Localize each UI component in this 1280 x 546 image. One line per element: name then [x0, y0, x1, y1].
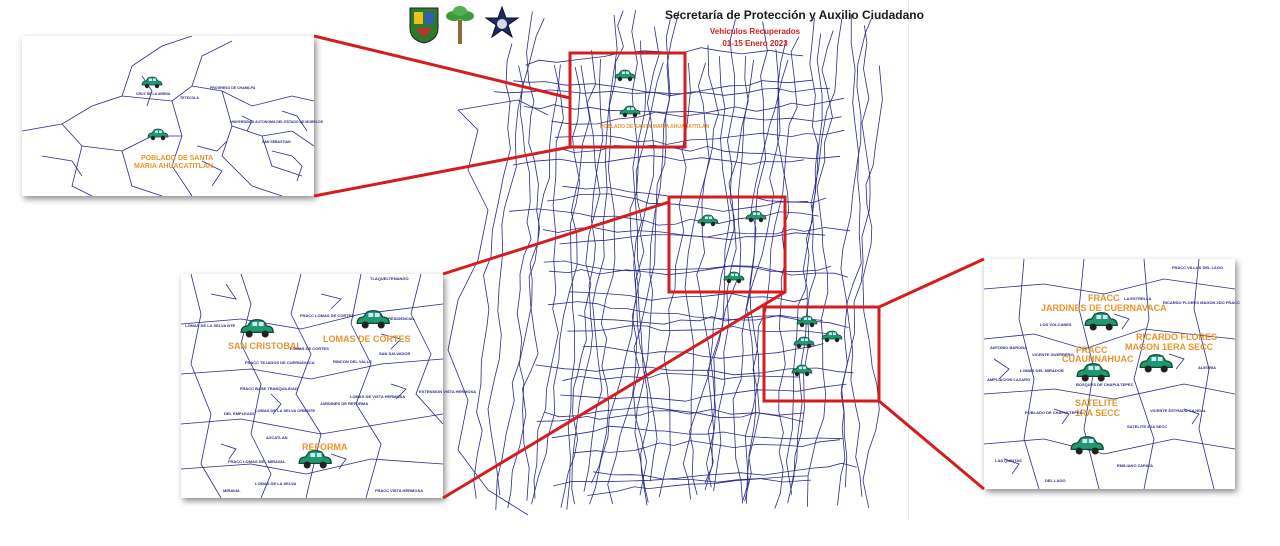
municipal-shield-logo — [408, 6, 440, 44]
car-icon — [146, 128, 170, 146]
inset-south-east-label: SATELITE — [1075, 398, 1118, 408]
car-icon — [238, 318, 276, 347]
inset-center-streets — [181, 274, 443, 498]
inset-south-east-label: POBLADO DE CHAPULTEPEC — [1025, 410, 1083, 415]
page-title: Secretaría de Protección y Auxilio Ciuda… — [665, 8, 924, 22]
main-map-streets — [447, 10, 883, 516]
inset-center-label: SAN CRISTOBAL — [228, 341, 302, 351]
car-icon — [140, 76, 164, 94]
inset-center-label: DEL EMPLEADO — [224, 411, 256, 416]
inset-south-east-label: RICARDO FLORES — [1136, 332, 1217, 342]
inset-south-east-label: ANTONIO BARONA — [990, 345, 1028, 350]
palm-tree-logo — [446, 4, 474, 46]
inset-center-label: FRACC LOMAS DEL MIRAVAL — [228, 459, 286, 464]
car-icon — [618, 105, 642, 123]
car-icon — [1068, 435, 1106, 464]
inset-north-label: TETECOLA — [180, 96, 199, 100]
inset-center-label: AZCATLAN — [266, 435, 288, 440]
inset-center-label: TLAQUELTENANGO — [370, 276, 409, 281]
main-city-map — [398, 0, 909, 520]
inset-north-label: CRUZ DE LA ARENA — [136, 92, 171, 96]
inset-center-label: REFORMA — [302, 442, 348, 452]
car-icon — [744, 210, 768, 228]
inset-south-east-label: EMILIANO ZAPATA — [1117, 463, 1153, 468]
car-icon — [696, 214, 720, 232]
inset-south-east-label: RICARDO FLORES MAGON 2DO FRACC — [1163, 300, 1240, 305]
inset-center-label: RINCON DEL VALLE — [333, 359, 372, 364]
inset-south-east-label: BOSQUES DE CHAPULTEPEC — [1076, 382, 1134, 387]
inset-south-east-label: JARDINES DE CUERNAVACA — [1041, 303, 1167, 313]
inset-center-label: LOMAS DE CORTES — [323, 334, 411, 344]
inset-center-label: FRACC BASE TRANQUILIDAD — [240, 386, 298, 391]
inset-center-label: SAN SALVADOR — [379, 351, 411, 356]
inset-north-streets — [22, 36, 314, 196]
police-star-badge — [484, 5, 520, 42]
inset-south-east-label: DEL LAGO — [1045, 478, 1066, 483]
inset-south-east-label: LAS QUINTAS — [995, 458, 1022, 463]
car-icon — [820, 330, 844, 348]
car-icon — [790, 364, 814, 382]
inset-south-east-label: FRACC VILLAS DEL LAGO — [1172, 265, 1224, 270]
report-date-range: 01-15 Enero 2023 — [722, 39, 788, 48]
inset-south-east-label: FRACC — [1076, 345, 1108, 355]
inset-south-east-streets — [984, 259, 1235, 489]
inset-north — [22, 36, 314, 196]
inset-center-label: FRACC TEJADOS DE CUERNAVACA — [245, 360, 315, 365]
car-icon — [1074, 362, 1112, 391]
inset-south-east-label: LOMAS DEL MIRADOR — [1020, 368, 1064, 373]
report-subtitle: Vehículos Recuperados — [709, 27, 801, 36]
inset-center-label: JARDINES DE REFORMA — [320, 401, 369, 406]
inset-center-label: FRACC LOMAS DE CORTES — [300, 313, 354, 318]
inset-north-label: UNIVERSIDAD AUTONOMA DEL ESTADO DE MOREL… — [230, 120, 324, 124]
car-icon — [354, 309, 392, 338]
inset-south-east-label: LOS VOLCANES — [1040, 322, 1072, 327]
inset-south-east-label: FRACC — [1088, 293, 1120, 303]
inset-center-label: FRACC VISTA HERMOSA — [375, 488, 423, 493]
inset-south-east-label: MAGON 1ERA SECC — [1125, 342, 1214, 352]
inset-center-label: EXTENSION VISTA HERMOSA — [419, 389, 477, 394]
inset-south-east-label: 1RA SECC — [1075, 408, 1121, 418]
inset-south-east-label: ALEGRIA — [1198, 365, 1216, 370]
main-map-label: POBLADO DE SANTA MARIA AHUACATITLAN — [600, 124, 710, 130]
inset-center-label: MIRAVAL — [223, 488, 241, 493]
inset-center-label: LOMAS DE LA SELVA ORIENTE — [255, 408, 316, 413]
inset-south-east-label: VICENTE GUERRERO — [1032, 352, 1074, 357]
inset-center-label: LOMAS DE LA SELVA — [255, 481, 297, 486]
inset-south-east-label: LA ESTRELLA — [1124, 296, 1152, 301]
car-icon — [792, 336, 816, 354]
inset-center-label: FRACC RESIDENCIAL — [373, 316, 416, 321]
inset-south-east-label: VICENTE ESTRADA CAJIGAL — [1150, 408, 1207, 413]
car-icon — [722, 271, 746, 289]
inset-south-east-label: AMPLIACION LAZARO — [987, 377, 1031, 382]
inset-center-label: LOMAS DE CORTES — [290, 346, 329, 351]
inset-north-label: SAN SEBASTIAN — [262, 140, 291, 144]
car-icon — [795, 315, 819, 333]
car-icon — [613, 69, 637, 87]
inset-center-label: LOMAS DE VISTA HERMOSA — [350, 394, 406, 399]
inset-north-label: MARIA AHUACATITLAN — [134, 163, 214, 170]
inset-north-label: POBLADO DE SANTA — [141, 155, 214, 162]
inset-south-east-label: CUAUHNAHUAC — [1062, 354, 1134, 364]
car-icon — [1082, 311, 1120, 340]
car-icon — [1137, 353, 1175, 382]
inset-south-east-label: SATELITE 2DA SECC — [1127, 424, 1168, 429]
inset-center-label: LOMAS DE LA SELVA NTE — [185, 323, 236, 328]
inset-north-label: PROGRESO DE CHAMILPA — [210, 86, 256, 90]
car-icon — [296, 449, 334, 478]
